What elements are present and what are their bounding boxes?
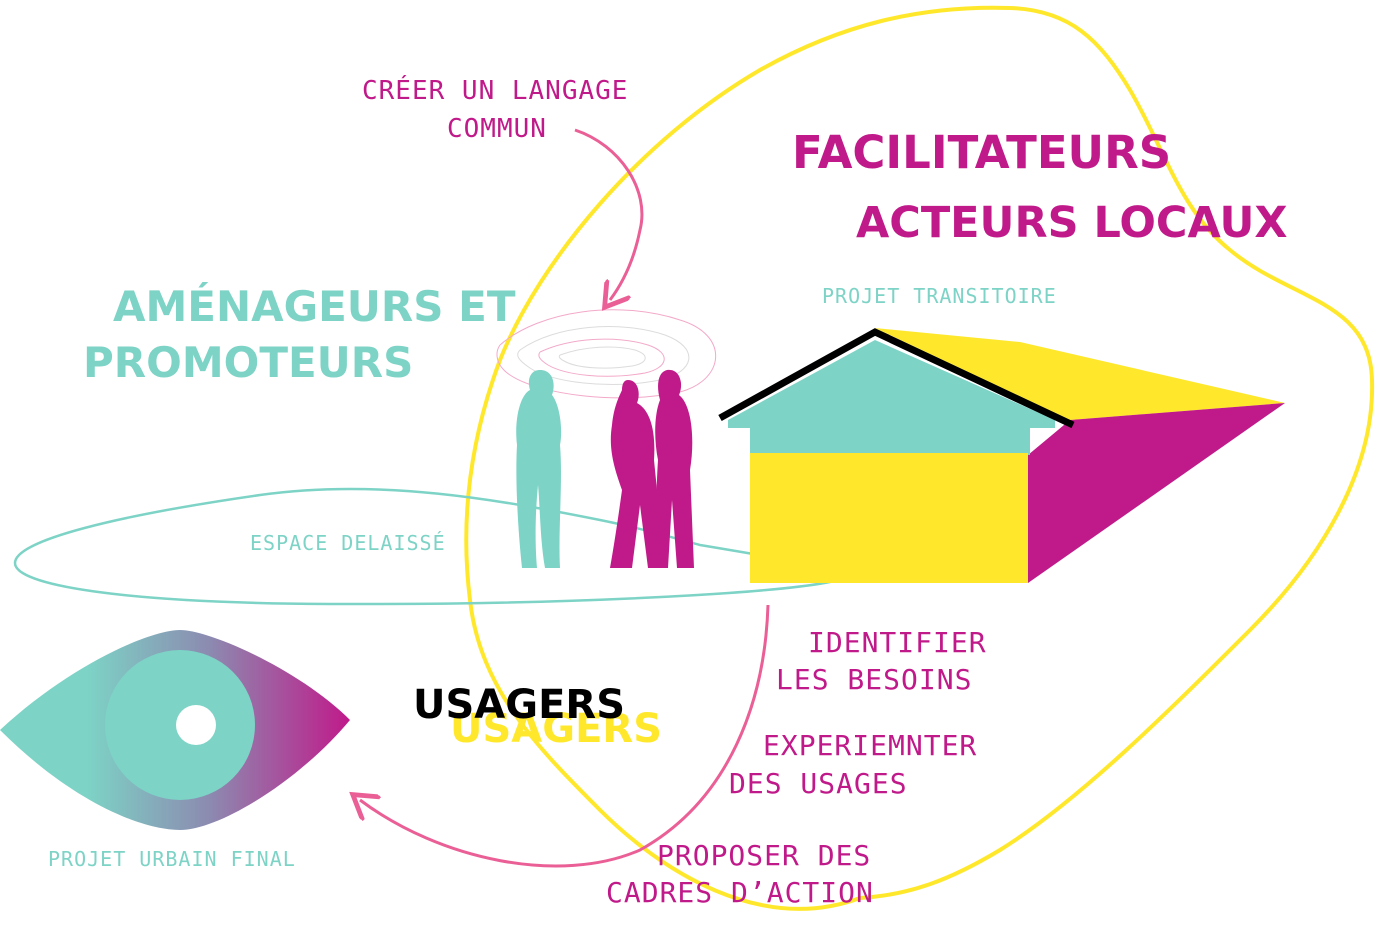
label-experimenter-line1: EXPERIEMNTER <box>763 729 978 762</box>
label-amenageurs-line1: AMÉNAGEURS ET <box>113 282 516 331</box>
label-acteurs-locaux: ACTEURS LOCAUX <box>856 198 1288 248</box>
label-creer-langage-line1: CRÉER UN LANGAGE <box>362 76 629 106</box>
label-facilitateurs: FACILITATEURS <box>792 126 1172 179</box>
teal-person-silhouette <box>516 370 562 568</box>
magenta-person-right <box>654 369 694 568</box>
label-projet-urbain-final: PROJET URBAIN FINAL <box>48 847 296 871</box>
arrow-creer-langage <box>574 128 644 300</box>
label-proposer-line1: PROPOSER DES <box>657 839 872 872</box>
house-side-wall <box>1028 403 1285 583</box>
label-projet-transitoire: PROJET TRANSITOIRE <box>822 284 1057 308</box>
eye-pupil <box>176 705 216 745</box>
house-roof-side <box>875 328 1285 420</box>
eye-icon <box>0 630 350 830</box>
house-roof-edge <box>718 328 1075 429</box>
arrow-to-projet-final <box>360 604 770 868</box>
label-amenageurs-line2: PROMOTEURS <box>83 338 414 387</box>
label-usagers: USAGERS <box>413 682 626 728</box>
label-usagers-yellow: USAGERS <box>450 706 663 752</box>
label-proposer-line2: CADRES D’ACTION <box>606 876 874 909</box>
label-identifier-line2: LES BESOINS <box>776 663 973 696</box>
house-front-wall <box>750 453 1028 583</box>
label-creer-langage-line2: COMMUN <box>447 114 547 144</box>
label-identifier-line1: IDENTIFIER <box>808 626 987 659</box>
house-icon <box>718 328 1285 583</box>
magenta-person-left <box>610 380 663 568</box>
house-roof-front <box>728 340 1055 455</box>
people-silhouettes-icon <box>516 369 694 568</box>
label-experimenter-line2: DES USAGES <box>729 767 908 800</box>
label-espace-delaisse: ESPACE DELAISSÉ <box>250 531 446 555</box>
facilitateurs-boundary <box>464 5 1375 911</box>
